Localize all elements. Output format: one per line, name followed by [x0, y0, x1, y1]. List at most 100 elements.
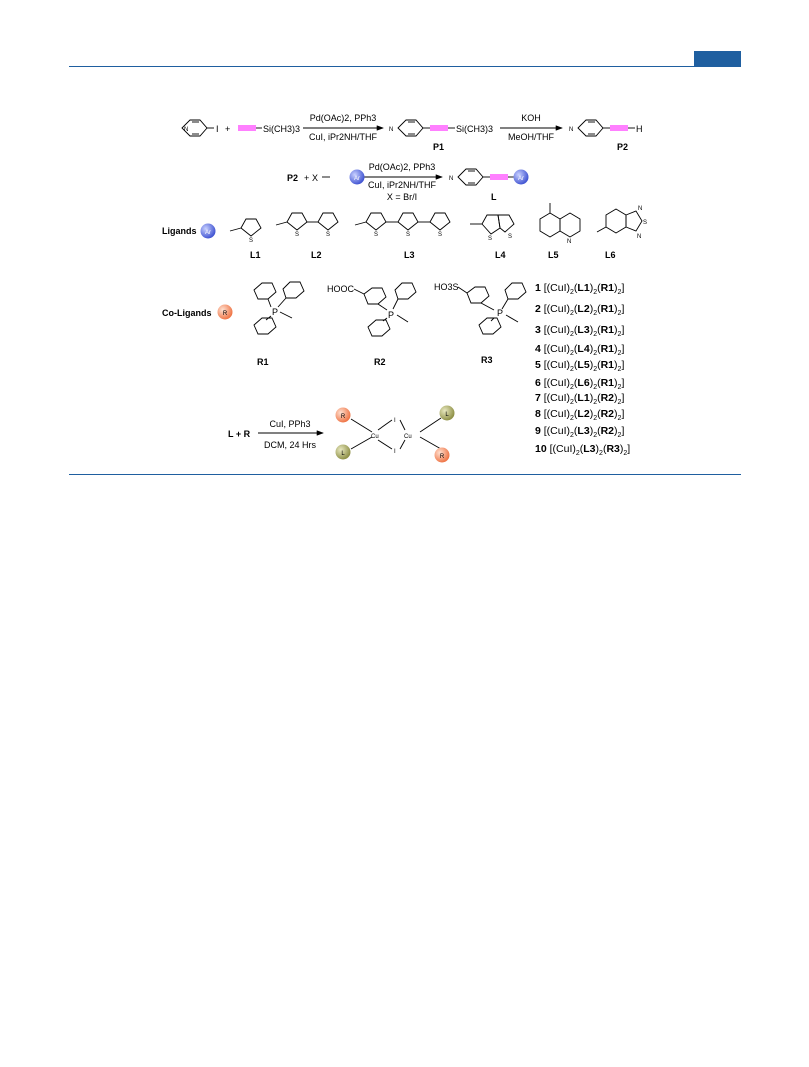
conditions-2-top: KOH	[521, 113, 541, 123]
compound-item: 6 [(CuI)2(L6)2(R1)2]	[535, 377, 625, 392]
compound-ligand: L3	[577, 425, 590, 437]
svg-text:L: L	[341, 451, 345, 457]
conditions-4-bottom: DCM, 24 Hrs	[264, 440, 317, 450]
conditions-3-bottom: X = Br/I	[387, 192, 417, 202]
compound-number: 10	[535, 443, 547, 455]
svg-text:N: N	[569, 127, 573, 133]
compound-item: 1 [(CuI)2(L1)2(R1)2]	[535, 282, 625, 297]
svg-text:Ar: Ar	[518, 176, 524, 182]
svg-text:I: I	[394, 449, 396, 455]
compound-item: 2 [(CuI)2(L2)2(R1)2]	[535, 303, 625, 318]
compound-number: 6	[535, 377, 541, 389]
pyridine-ring-p2	[577, 119, 610, 137]
svg-text:P: P	[497, 308, 503, 318]
l-ball-icon	[439, 405, 455, 421]
product-l-label: L	[491, 192, 497, 202]
svg-text:S: S	[249, 238, 253, 244]
conditions-1-bottom: CuI, iPr2NH/THF	[309, 132, 378, 142]
conditions-1-top: Pd(OAc)2, PPh3	[310, 113, 377, 123]
coligand-r2-structure	[353, 282, 417, 337]
svg-text:N: N	[449, 176, 453, 182]
svg-text:S: S	[295, 232, 299, 238]
svg-text:Cu: Cu	[371, 434, 379, 440]
ligand-l2-label: L2	[311, 250, 322, 260]
compound-number: 4	[535, 343, 541, 355]
svg-text:S: S	[488, 236, 492, 242]
pyridine-ring-1	[181, 119, 214, 137]
svg-text:Ar: Ar	[205, 230, 211, 236]
compound-coligand: R2	[600, 392, 615, 404]
compound-item: 9 [(CuI)2(L3)2(R2)2]	[535, 425, 625, 440]
ligand-l2-structure	[275, 212, 339, 231]
compound-coligand: R1	[600, 324, 615, 336]
coligand-r2-label: R2	[374, 357, 386, 367]
compound-ligand: L3	[577, 324, 590, 336]
terminal-h: H	[636, 124, 643, 134]
compound-coligand: R2	[600, 408, 615, 420]
co-ligands-title: Co-Ligands	[162, 308, 212, 318]
svg-text:Ar: Ar	[354, 176, 360, 182]
svg-text:+: +	[304, 173, 309, 183]
ar-ball-icon	[349, 169, 365, 185]
ligand-l3-structure	[354, 212, 451, 231]
r-ball-icon	[335, 407, 351, 423]
conditions-2-bottom: MeOH/THF	[508, 132, 555, 142]
compound-ligand: L2	[577, 303, 590, 315]
svg-text:S: S	[508, 234, 512, 240]
svg-text:N: N	[637, 234, 641, 240]
footer-rule	[69, 474, 741, 475]
conditions-4-top: CuI, PPh3	[269, 419, 310, 429]
coligand-r1-structure	[253, 281, 305, 335]
coligand-r3-label: R3	[481, 355, 493, 365]
compound-coligand: R2	[600, 425, 615, 437]
svg-text:N: N	[638, 206, 642, 212]
compound-item: 3 [(CuI)2(L3)2(R1)2]	[535, 324, 625, 339]
svg-text:S: S	[374, 232, 378, 238]
svg-text:S: S	[438, 232, 442, 238]
svg-text:P: P	[388, 310, 394, 320]
compound-item: 4 [(CuI)2(L4)2(R1)2]	[535, 343, 625, 358]
pyridine-ring-l	[457, 168, 490, 186]
compound-coligand: R1	[600, 303, 615, 315]
compound-ligand: L6	[577, 377, 590, 389]
product-p2-label: P2	[617, 142, 628, 152]
svg-text:L: L	[445, 412, 449, 418]
svg-text:R: R	[223, 311, 228, 317]
header-accent-tab	[694, 51, 741, 66]
iodo-label: I	[216, 124, 219, 134]
svg-text:R: R	[341, 414, 346, 420]
ligand-l4-label: L4	[495, 250, 506, 260]
coligand-r3-structure	[457, 282, 527, 335]
conditions-3-mid: CuI, iPr2NH/THF	[368, 180, 437, 190]
ligand-l6-label: L6	[605, 250, 616, 260]
header-rule	[69, 66, 741, 67]
reaction-lhs: L + R	[228, 429, 251, 439]
ar-ball-icon	[513, 169, 529, 185]
compound-ligand: L1	[577, 392, 590, 404]
compound-coligand: R1	[600, 343, 615, 355]
ligand-l1-structure	[229, 218, 262, 237]
compound-item: 7 [(CuI)2(L1)2(R2)2]	[535, 392, 625, 407]
halogen-x: X	[312, 173, 318, 183]
conditions-3-top: Pd(OAc)2, PPh3	[369, 162, 436, 172]
svg-text:N: N	[389, 127, 393, 133]
compound-ligand: L1	[577, 282, 590, 294]
svg-text:R: R	[440, 454, 445, 460]
coligand-r1-label: R1	[257, 357, 269, 367]
compound-number: 2	[535, 303, 541, 315]
compound-ligand: L3	[583, 443, 596, 455]
compound-number: 1	[535, 282, 541, 294]
pyridine-n: N	[184, 127, 188, 133]
compound-ligand: L4	[577, 343, 590, 355]
compound-item: 8 [(CuI)2(L2)2(R2)2]	[535, 408, 625, 423]
compound-coligand: R3	[606, 443, 620, 455]
ligand-l5-structure	[539, 203, 581, 238]
r-ball-icon	[217, 304, 233, 320]
synthesis-scheme: N I + Si(CH3)3 Pd(OAc)2, PPh3 CuI, iPr2N…	[162, 113, 647, 463]
ligand-l4-structure	[470, 214, 515, 235]
product-p1-label: P1	[433, 142, 444, 152]
pyridine-ring-p1	[397, 119, 430, 137]
compound-number: 9	[535, 425, 541, 437]
l-ball-icon	[335, 444, 351, 460]
cooh-label: HOOC	[327, 284, 355, 294]
